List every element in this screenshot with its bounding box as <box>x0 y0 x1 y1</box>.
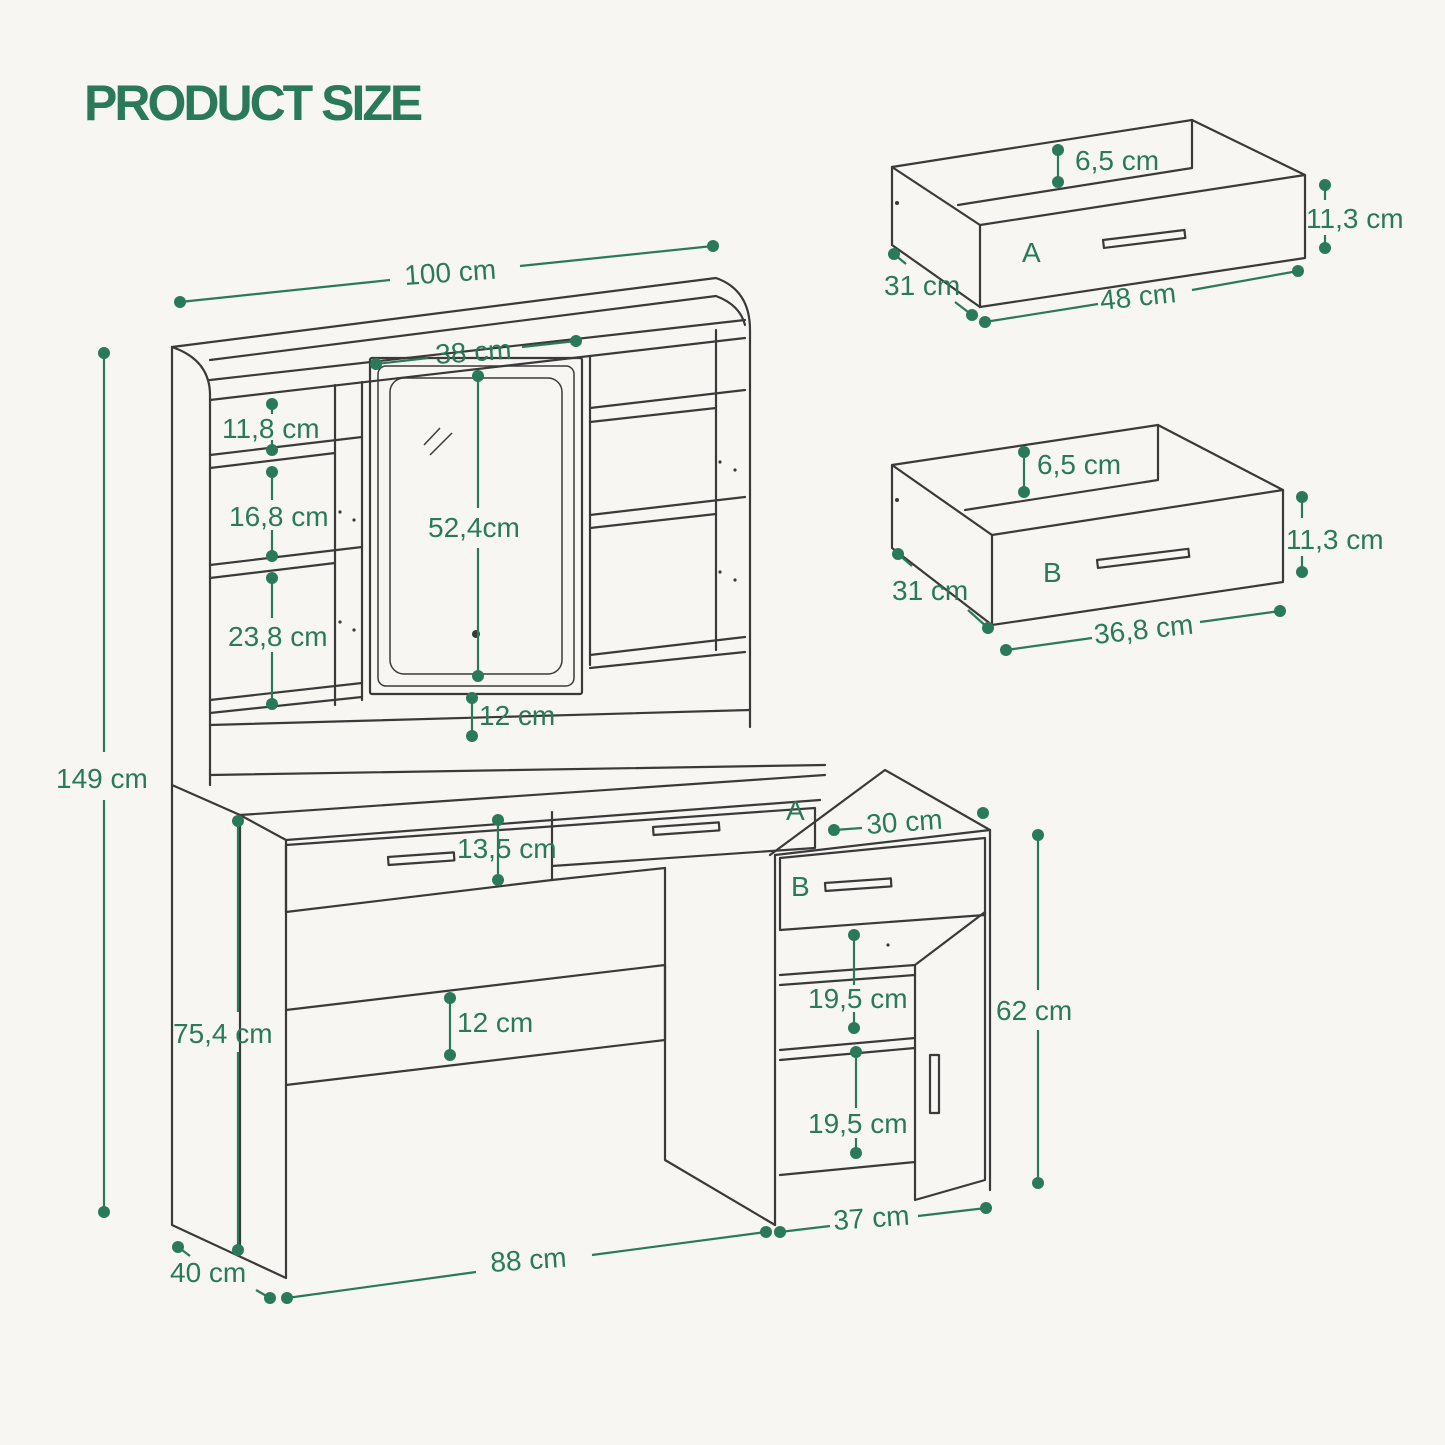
drawer-b-marker: B <box>791 871 810 902</box>
total-height-label: 149 cm <box>56 763 148 794</box>
knee-panel-label: 12 cm <box>457 1007 533 1038</box>
drawer-b-height-label: 11,3 cm <box>1286 524 1384 555</box>
drawer-b-width-label: 36,8 cm <box>1092 609 1194 650</box>
shelf-1-label: 11,8 cm <box>222 413 320 444</box>
vanity-hutch <box>170 276 827 787</box>
mirror-height-label: 52,4cm <box>428 512 520 543</box>
drawer-a-width-label: 48 cm <box>1098 277 1177 316</box>
drawer-front-label: 13,5 cm <box>457 833 557 864</box>
drawer-a-height-label: 11,3 cm <box>1306 203 1404 234</box>
cabinet-height-label: 62 cm <box>996 995 1072 1026</box>
dimension-lines <box>98 144 1331 1304</box>
drawer-b-diagram <box>890 423 1285 627</box>
dimension-labels: 100 cm 38 cm 149 cm 11,8 cm 16,8 cm 23,8… <box>56 145 1404 1288</box>
drawer-a-diagram <box>890 118 1307 309</box>
drawer-a-depth-label: 31 cm <box>884 270 960 301</box>
drawer-b-label: B <box>1043 557 1062 588</box>
hutch-gap-label: 12 cm <box>479 700 555 731</box>
drawer-b-inner-depth-label: 6,5 cm <box>1037 449 1121 480</box>
desk-height-label: 75,4 cm <box>173 1018 273 1049</box>
drawer-b-depth-label: 31 cm <box>892 575 968 606</box>
total-width-label: 100 cm <box>403 254 497 291</box>
drawer-a-marker: A <box>786 795 805 826</box>
cabinet-shelf-1-label: 19,5 cm <box>808 983 908 1014</box>
desk-width-label: 88 cm <box>489 1242 567 1278</box>
cabinet-width-label: 37 cm <box>832 1200 910 1236</box>
cabinet-depth-label: 30 cm <box>865 804 943 840</box>
desk-depth-label: 40 cm <box>170 1257 246 1288</box>
cabinet-shelf-2-label: 19,5 cm <box>808 1108 908 1139</box>
mirror-width-label: 38 cm <box>434 334 512 370</box>
shelf-2-label: 16,8 cm <box>229 501 329 532</box>
desk <box>170 768 992 1280</box>
drawer-a-label: A <box>1022 237 1041 268</box>
drawer-a-inner-depth-label: 6,5 cm <box>1075 145 1159 176</box>
shelf-3-label: 23,8 cm <box>228 621 328 652</box>
page-title: PRODUCT SIZE <box>84 75 423 131</box>
